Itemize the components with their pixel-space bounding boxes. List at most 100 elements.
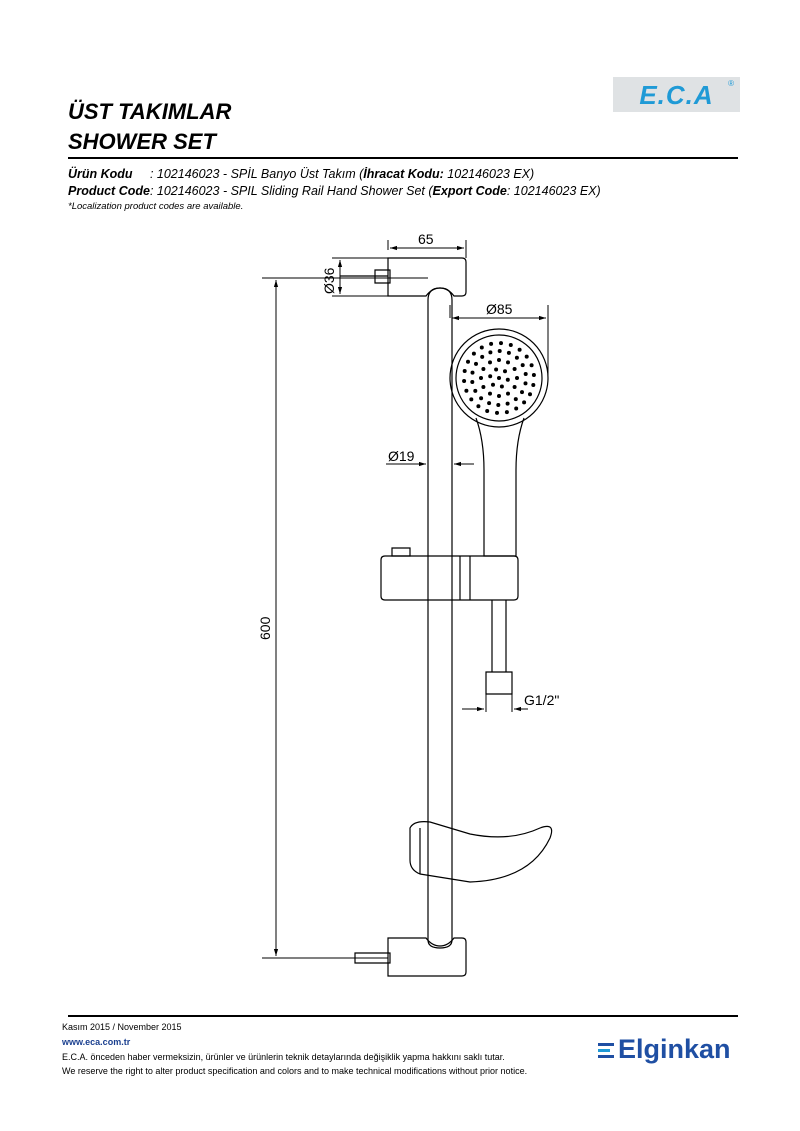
elginkan-logo: Elginkan [598, 1034, 731, 1065]
nozzle-dot [474, 361, 478, 366]
nozzle-dot [473, 388, 478, 393]
nozzle-dot [514, 406, 519, 411]
product-code-tr: Ürün Kodu : 102146023 - SPİL Banyo Üst T… [68, 167, 534, 181]
eca-logo-text: E.C.A [639, 80, 714, 110]
shower-head-inner [455, 334, 543, 422]
product-code-tr-sep: : [132, 167, 157, 181]
dim-thread: G1/2" [524, 692, 559, 708]
nozzle-dot [499, 341, 503, 346]
top-bracket [387, 257, 467, 297]
nozzle-dot [497, 394, 501, 398]
nozzle-dot [479, 396, 484, 401]
nozzle-dot [499, 384, 504, 389]
hose-nut [485, 671, 513, 695]
nozzle-dot [520, 363, 525, 368]
product-code-en: Product Code: 102146023 - SPIL Sliding R… [68, 184, 601, 198]
rail-slider [380, 555, 519, 601]
nozzle-dot [497, 349, 502, 353]
product-code-tr-label: Ürün Kodu [68, 167, 133, 181]
nozzle-dot [485, 409, 490, 413]
bottom-pin-tip [354, 952, 391, 964]
nozzle-dot [513, 397, 518, 402]
export-code-en-value: : 102146023 EX) [506, 184, 601, 198]
footer-website-link[interactable]: www.eca.com.tr [62, 1037, 131, 1047]
product-code-en-value: : 102146023 - SPIL Sliding Rail Hand Sho… [149, 184, 433, 198]
nozzle-dot [470, 370, 475, 375]
nozzle-dot [466, 359, 470, 364]
nozzle-dot [504, 410, 509, 415]
nozzle-dot [517, 347, 522, 352]
soap-dish [409, 821, 553, 883]
nozzle-dot [520, 390, 524, 395]
nozzle-dot [481, 367, 486, 371]
nozzle-dot [488, 391, 492, 396]
footer-date: Kasım 2015 / November 2015 [62, 1022, 182, 1032]
nozzle-dot [505, 401, 510, 406]
dim-width-65: 65 [418, 231, 434, 247]
registered-mark: ® [728, 79, 734, 88]
nozzle-dot [495, 410, 499, 415]
eca-logo: E.C.A ® [613, 77, 740, 112]
nozzle-dot [479, 376, 483, 380]
dim-diameter-19: Ø19 [388, 448, 415, 464]
footer-disclaimer-tr: E.C.A. önceden haber vermeksizin, ürünle… [62, 1052, 505, 1062]
nozzle-dot [488, 374, 493, 379]
export-code-tr-label: İhracat Kodu: [363, 167, 444, 181]
dim-diameter-85: Ø85 [486, 301, 513, 317]
top-pin-tip [374, 269, 391, 284]
shower-hose [491, 600, 507, 672]
page-title-en: SHOWER SET [68, 129, 216, 154]
nozzle-dot [528, 392, 532, 397]
nozzle-dot [515, 376, 519, 380]
elginkan-bars-icon [598, 1040, 614, 1061]
nozzle-dot [506, 350, 511, 355]
nozzle-dot [506, 360, 510, 365]
nozzle-dot [497, 376, 501, 380]
nozzle-dot [505, 377, 510, 382]
nozzle-dot [469, 397, 474, 402]
shower-handle [475, 417, 525, 557]
product-code-tr-value: 102146023 - SPİL Banyo Üst Takım ( [156, 167, 364, 181]
footer-divider [68, 1015, 738, 1017]
nozzle-dot [470, 380, 475, 384]
nozzle-dot [494, 367, 499, 372]
nozzle-dot [487, 401, 492, 406]
nozzle-dot [503, 369, 507, 374]
nozzle-dot [524, 354, 529, 359]
nozzle-dot [522, 400, 527, 405]
nozzle-dot [506, 391, 510, 396]
product-code-en-label: Product Code [68, 184, 150, 198]
localization-note: *Localization product codes are availabl… [68, 201, 244, 212]
nozzle-dot [488, 360, 492, 365]
nozzle-dot [462, 369, 467, 373]
header-divider [68, 157, 738, 159]
dim-diameter-36: Ø36 [321, 267, 337, 294]
elginkan-logo-text: Elginkan [618, 1034, 731, 1064]
dim-length-600: 600 [257, 616, 273, 640]
nozzle-dot [471, 351, 476, 356]
nozzle-dot [462, 379, 467, 383]
nozzle-dot [512, 367, 517, 371]
nozzle-dot [512, 385, 517, 389]
sliding-rail [427, 287, 453, 949]
nozzle-dot [479, 345, 484, 350]
nozzle-dot [489, 341, 494, 346]
footer-disclaimer-en: We reserve the right to alter product sp… [62, 1066, 528, 1076]
nozzle-dot [481, 385, 486, 389]
nozzle-dot [523, 381, 528, 386]
nozzle-dot [480, 354, 485, 359]
shower-nozzles [462, 341, 536, 415]
nozzle-dot [529, 363, 534, 368]
nozzle-dot [464, 388, 469, 393]
nozzle-dot [496, 403, 501, 407]
nozzle-dot [531, 373, 536, 377]
nozzle-dot [523, 372, 528, 376]
nozzle-dot [508, 343, 513, 347]
nozzle-dot [514, 355, 519, 360]
nozzle-dot [497, 358, 501, 362]
nozzle-dot [531, 383, 536, 387]
slider-button [391, 547, 411, 557]
page-title-tr: ÜST TAKIMLAR [68, 99, 232, 124]
bottom-bracket [387, 937, 467, 977]
